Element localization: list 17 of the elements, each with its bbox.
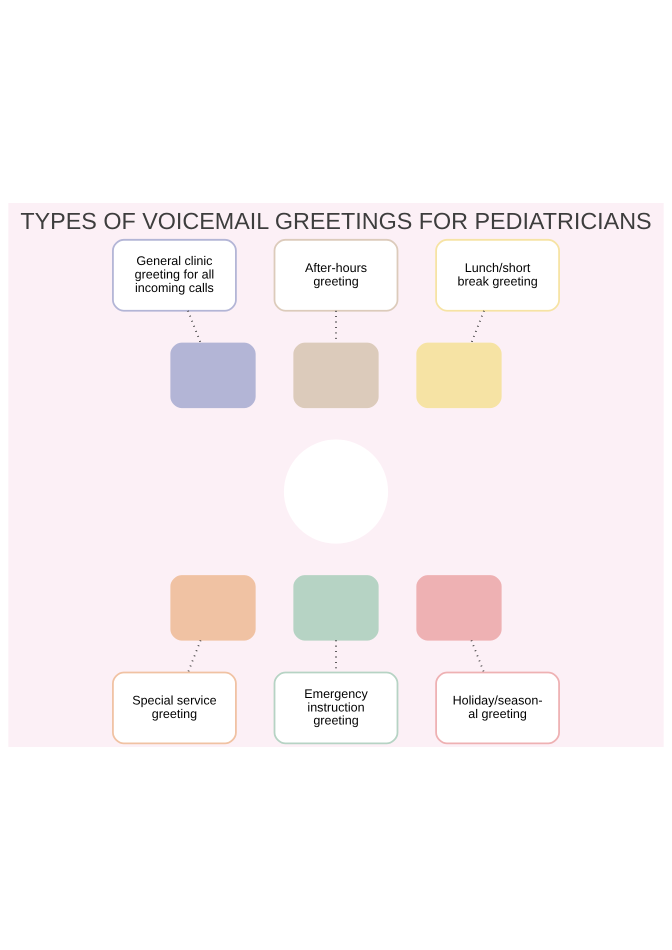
connector xyxy=(470,310,485,344)
connector xyxy=(187,640,202,673)
diagram-title: TYPES OF VOICEMAIL GREETINGS FOR PEDIATRICIANS xyxy=(20,208,652,234)
node-box xyxy=(170,575,256,641)
connector xyxy=(187,310,202,344)
node-box: After-hours greeting xyxy=(274,238,398,312)
node-box: General clinic greeting for all incoming calls xyxy=(112,238,237,312)
node-box xyxy=(170,342,256,408)
node-box xyxy=(416,342,502,408)
node-box: Emergency instruction greeting xyxy=(274,672,398,744)
node-box xyxy=(416,575,502,641)
node-box xyxy=(293,342,379,408)
node-box: Lunch/short break greeting xyxy=(435,238,560,312)
node-box xyxy=(293,575,379,641)
connector xyxy=(470,640,485,673)
node-box: Holiday/season- al greeting xyxy=(435,672,560,744)
node-box: Special service greeting xyxy=(112,672,237,744)
